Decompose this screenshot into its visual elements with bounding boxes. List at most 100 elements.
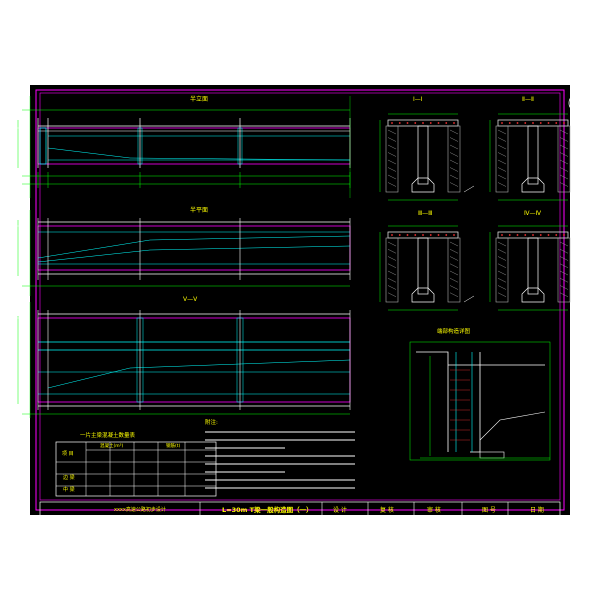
hatched-block	[495, 125, 509, 193]
title-block-date: 日 期	[530, 506, 544, 514]
elevation-group: 半立面 半平面 Ⅴ—Ⅴ	[12, 95, 351, 418]
hatch-line	[387, 249, 397, 254]
hatch-line	[497, 144, 507, 150]
rebar-dot	[563, 122, 565, 124]
table-header-project: 项 目	[62, 451, 74, 457]
hatch-line	[449, 152, 459, 157]
table-header-concrete: 混凝土(m³)	[100, 442, 123, 449]
hatched-block	[557, 125, 571, 193]
hatch-line	[387, 129, 397, 135]
hatch-line	[497, 159, 507, 165]
hatch-line	[497, 174, 507, 180]
inner-frame	[39, 92, 561, 501]
web	[417, 125, 429, 185]
rebar-dot	[516, 122, 519, 124]
rebar-dot	[555, 122, 558, 124]
hatched-block	[385, 237, 399, 303]
hatched-block	[447, 125, 461, 193]
end-detail-view	[409, 341, 551, 461]
hatch-line	[449, 292, 459, 297]
rebar-dot	[429, 234, 432, 236]
north-arrow-icon	[568, 93, 588, 113]
table-outline	[55, 441, 217, 497]
table-row-label: 中 梁	[63, 486, 75, 493]
title-block-design: 设 计	[333, 506, 347, 514]
rebar-dot	[406, 234, 409, 236]
hatch-line	[497, 129, 507, 135]
hatch-line	[449, 278, 459, 283]
hatch-line	[497, 182, 507, 187]
half-plan-view	[12, 210, 351, 296]
tendon-line	[47, 359, 351, 389]
cross-section-2	[489, 113, 585, 201]
cross-section-1	[379, 113, 475, 201]
web	[527, 237, 539, 295]
hatch-line	[497, 241, 507, 247]
half-plan-title: 半平面	[190, 206, 208, 214]
diaphragm-block	[236, 317, 244, 403]
rebar-dot	[563, 234, 565, 236]
leader-line	[463, 295, 475, 303]
section-1-title: Ⅰ—Ⅰ	[413, 96, 423, 103]
hatch-line	[559, 159, 569, 165]
hatch-line	[387, 182, 397, 187]
bottom-bulb	[411, 287, 435, 303]
hatch-line	[449, 159, 459, 165]
cross-section-group: Ⅰ—Ⅰ Ⅱ—Ⅱ Ⅲ—Ⅲ Ⅳ—Ⅳ	[379, 93, 588, 311]
detail-outline	[416, 351, 449, 452]
hatch-line	[387, 137, 397, 142]
hatch-line	[449, 167, 459, 172]
hatch-line	[387, 144, 397, 150]
hatch-line	[497, 270, 507, 276]
detail-title: 端部构造详图	[437, 327, 471, 335]
rebar-dot	[422, 122, 424, 124]
hatch-line	[449, 285, 459, 290]
hatch-line	[387, 263, 397, 268]
rebar-dot	[437, 234, 440, 236]
rebar-dot	[532, 234, 534, 236]
table-header-steel: 钢筋(t)	[166, 442, 181, 449]
hatch-line	[449, 144, 459, 150]
hatch-line	[387, 152, 397, 157]
hatch-line	[449, 129, 459, 135]
title-block-frame	[39, 501, 561, 517]
notes-block: 附注:	[205, 418, 355, 489]
section-4-title: Ⅳ—Ⅳ	[524, 210, 542, 217]
leader-line	[463, 185, 475, 193]
rebar-dot	[391, 234, 393, 236]
hatched-block	[447, 237, 461, 303]
title-block-project: xxxx高速公路初步设计	[114, 506, 166, 513]
quantity-table: 一片主梁混凝土数量表 项 目 混凝土(m³) 钢筋(t) 边 梁 中 梁	[55, 431, 217, 497]
diaphragm-block	[136, 317, 144, 403]
hatch-line	[449, 256, 459, 261]
notes-title: 附注:	[205, 418, 218, 426]
hatch-line	[559, 152, 569, 157]
cross-section-4	[489, 225, 585, 311]
hatch-line	[559, 270, 569, 276]
hatch-line	[387, 292, 397, 297]
detail-curve	[479, 411, 546, 441]
hatch-line	[559, 263, 569, 268]
rebar-dot	[406, 122, 409, 124]
rebar-dot	[524, 234, 527, 236]
hatch-line	[559, 182, 569, 187]
outer-frame	[35, 89, 565, 511]
section-2-title: Ⅱ—Ⅱ	[522, 96, 534, 103]
rebar-dot	[508, 234, 511, 236]
hatch-line	[497, 152, 507, 157]
sheet-background	[30, 85, 570, 515]
section-3-title: Ⅲ—Ⅲ	[418, 210, 432, 217]
hatch-line	[449, 263, 459, 268]
bottom-bulb	[521, 287, 545, 303]
hatch-line	[497, 285, 507, 290]
rebar-dot	[547, 122, 550, 124]
section-v-view	[12, 302, 351, 418]
tendon-line	[37, 235, 351, 259]
hatch-line	[559, 129, 569, 135]
hatch-line	[559, 144, 569, 150]
title-block-approve: 审 核	[427, 506, 441, 514]
hatch-line	[559, 256, 569, 261]
table-title: 一片主梁混凝土数量表	[80, 431, 136, 439]
rebar-dot	[501, 122, 503, 124]
